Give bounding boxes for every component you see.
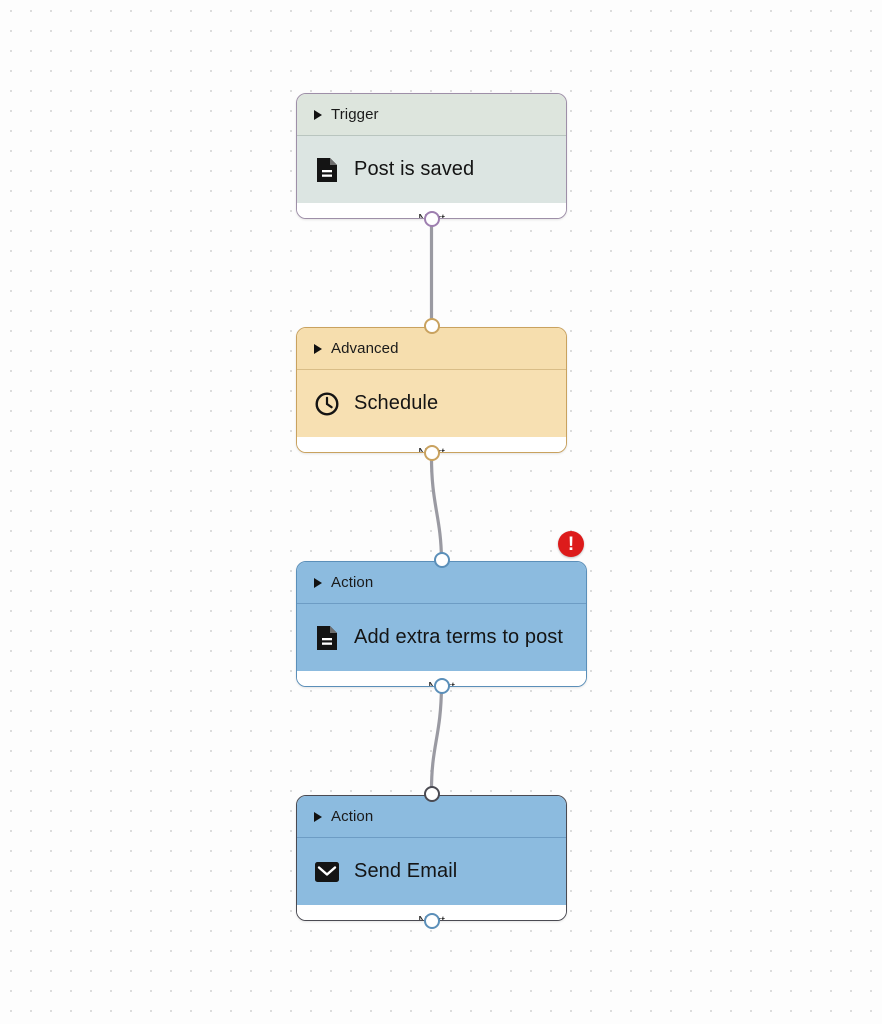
- node-trigger-post-is-saved[interactable]: Trigger Post is saved Next: [296, 93, 567, 219]
- port-out-action-terms[interactable]: [433, 678, 450, 694]
- error-badge-glyph: !: [567, 533, 575, 555]
- node-title: Send Email: [354, 860, 458, 882]
- error-badge[interactable]: !: [558, 531, 584, 557]
- port-in-action-terms[interactable]: [433, 552, 450, 568]
- edge-advanced-to-action-terms: [429, 451, 444, 562]
- port-out-trigger[interactable]: [423, 211, 440, 227]
- node-body-trigger[interactable]: Post is saved: [297, 136, 566, 203]
- envelope-icon: [314, 859, 340, 885]
- node-header-action-terms[interactable]: Action: [297, 562, 586, 603]
- node-divider: [297, 837, 566, 838]
- node-header-advanced[interactable]: Advanced: [297, 328, 566, 369]
- chevron-right-icon[interactable]: [314, 109, 322, 120]
- node-header-trigger[interactable]: Trigger: [297, 94, 566, 135]
- node-divider: [297, 603, 586, 604]
- chevron-right-icon[interactable]: [314, 577, 322, 588]
- chevron-right-icon[interactable]: [314, 811, 322, 822]
- node-body-advanced[interactable]: Schedule: [297, 370, 566, 437]
- node-action-add-extra-terms-to-post[interactable]: Action Add extra terms to post Next: [296, 561, 587, 687]
- clock-icon: [314, 391, 340, 417]
- node-action-send-email[interactable]: Action Send Email Next: [296, 795, 567, 921]
- node-header-action-email[interactable]: Action: [297, 796, 566, 837]
- node-advanced-schedule[interactable]: Advanced Schedule Next: [296, 327, 567, 453]
- node-type-label: Action: [331, 808, 374, 825]
- port-in-advanced[interactable]: [423, 318, 440, 334]
- node-title: Add extra terms to post: [354, 626, 564, 648]
- port-out-action-email[interactable]: [423, 913, 440, 929]
- node-type-label: Action: [331, 574, 374, 591]
- port-in-action-email[interactable]: [423, 786, 440, 802]
- node-body-action-email[interactable]: Send Email: [297, 838, 566, 905]
- node-title: Schedule: [354, 392, 439, 414]
- node-title: Post is saved: [354, 158, 475, 180]
- port-out-advanced[interactable]: [423, 445, 440, 461]
- node-type-label: Advanced: [331, 340, 399, 357]
- edge-action-terms-to-send-email: [429, 684, 444, 796]
- node-divider: [297, 135, 566, 136]
- node-divider: [297, 369, 566, 370]
- document-icon: [314, 625, 340, 651]
- node-type-label: Trigger: [331, 106, 379, 123]
- chevron-right-icon[interactable]: [314, 343, 322, 354]
- node-body-action-terms[interactable]: Add extra terms to post: [297, 604, 586, 671]
- document-icon: [314, 157, 340, 183]
